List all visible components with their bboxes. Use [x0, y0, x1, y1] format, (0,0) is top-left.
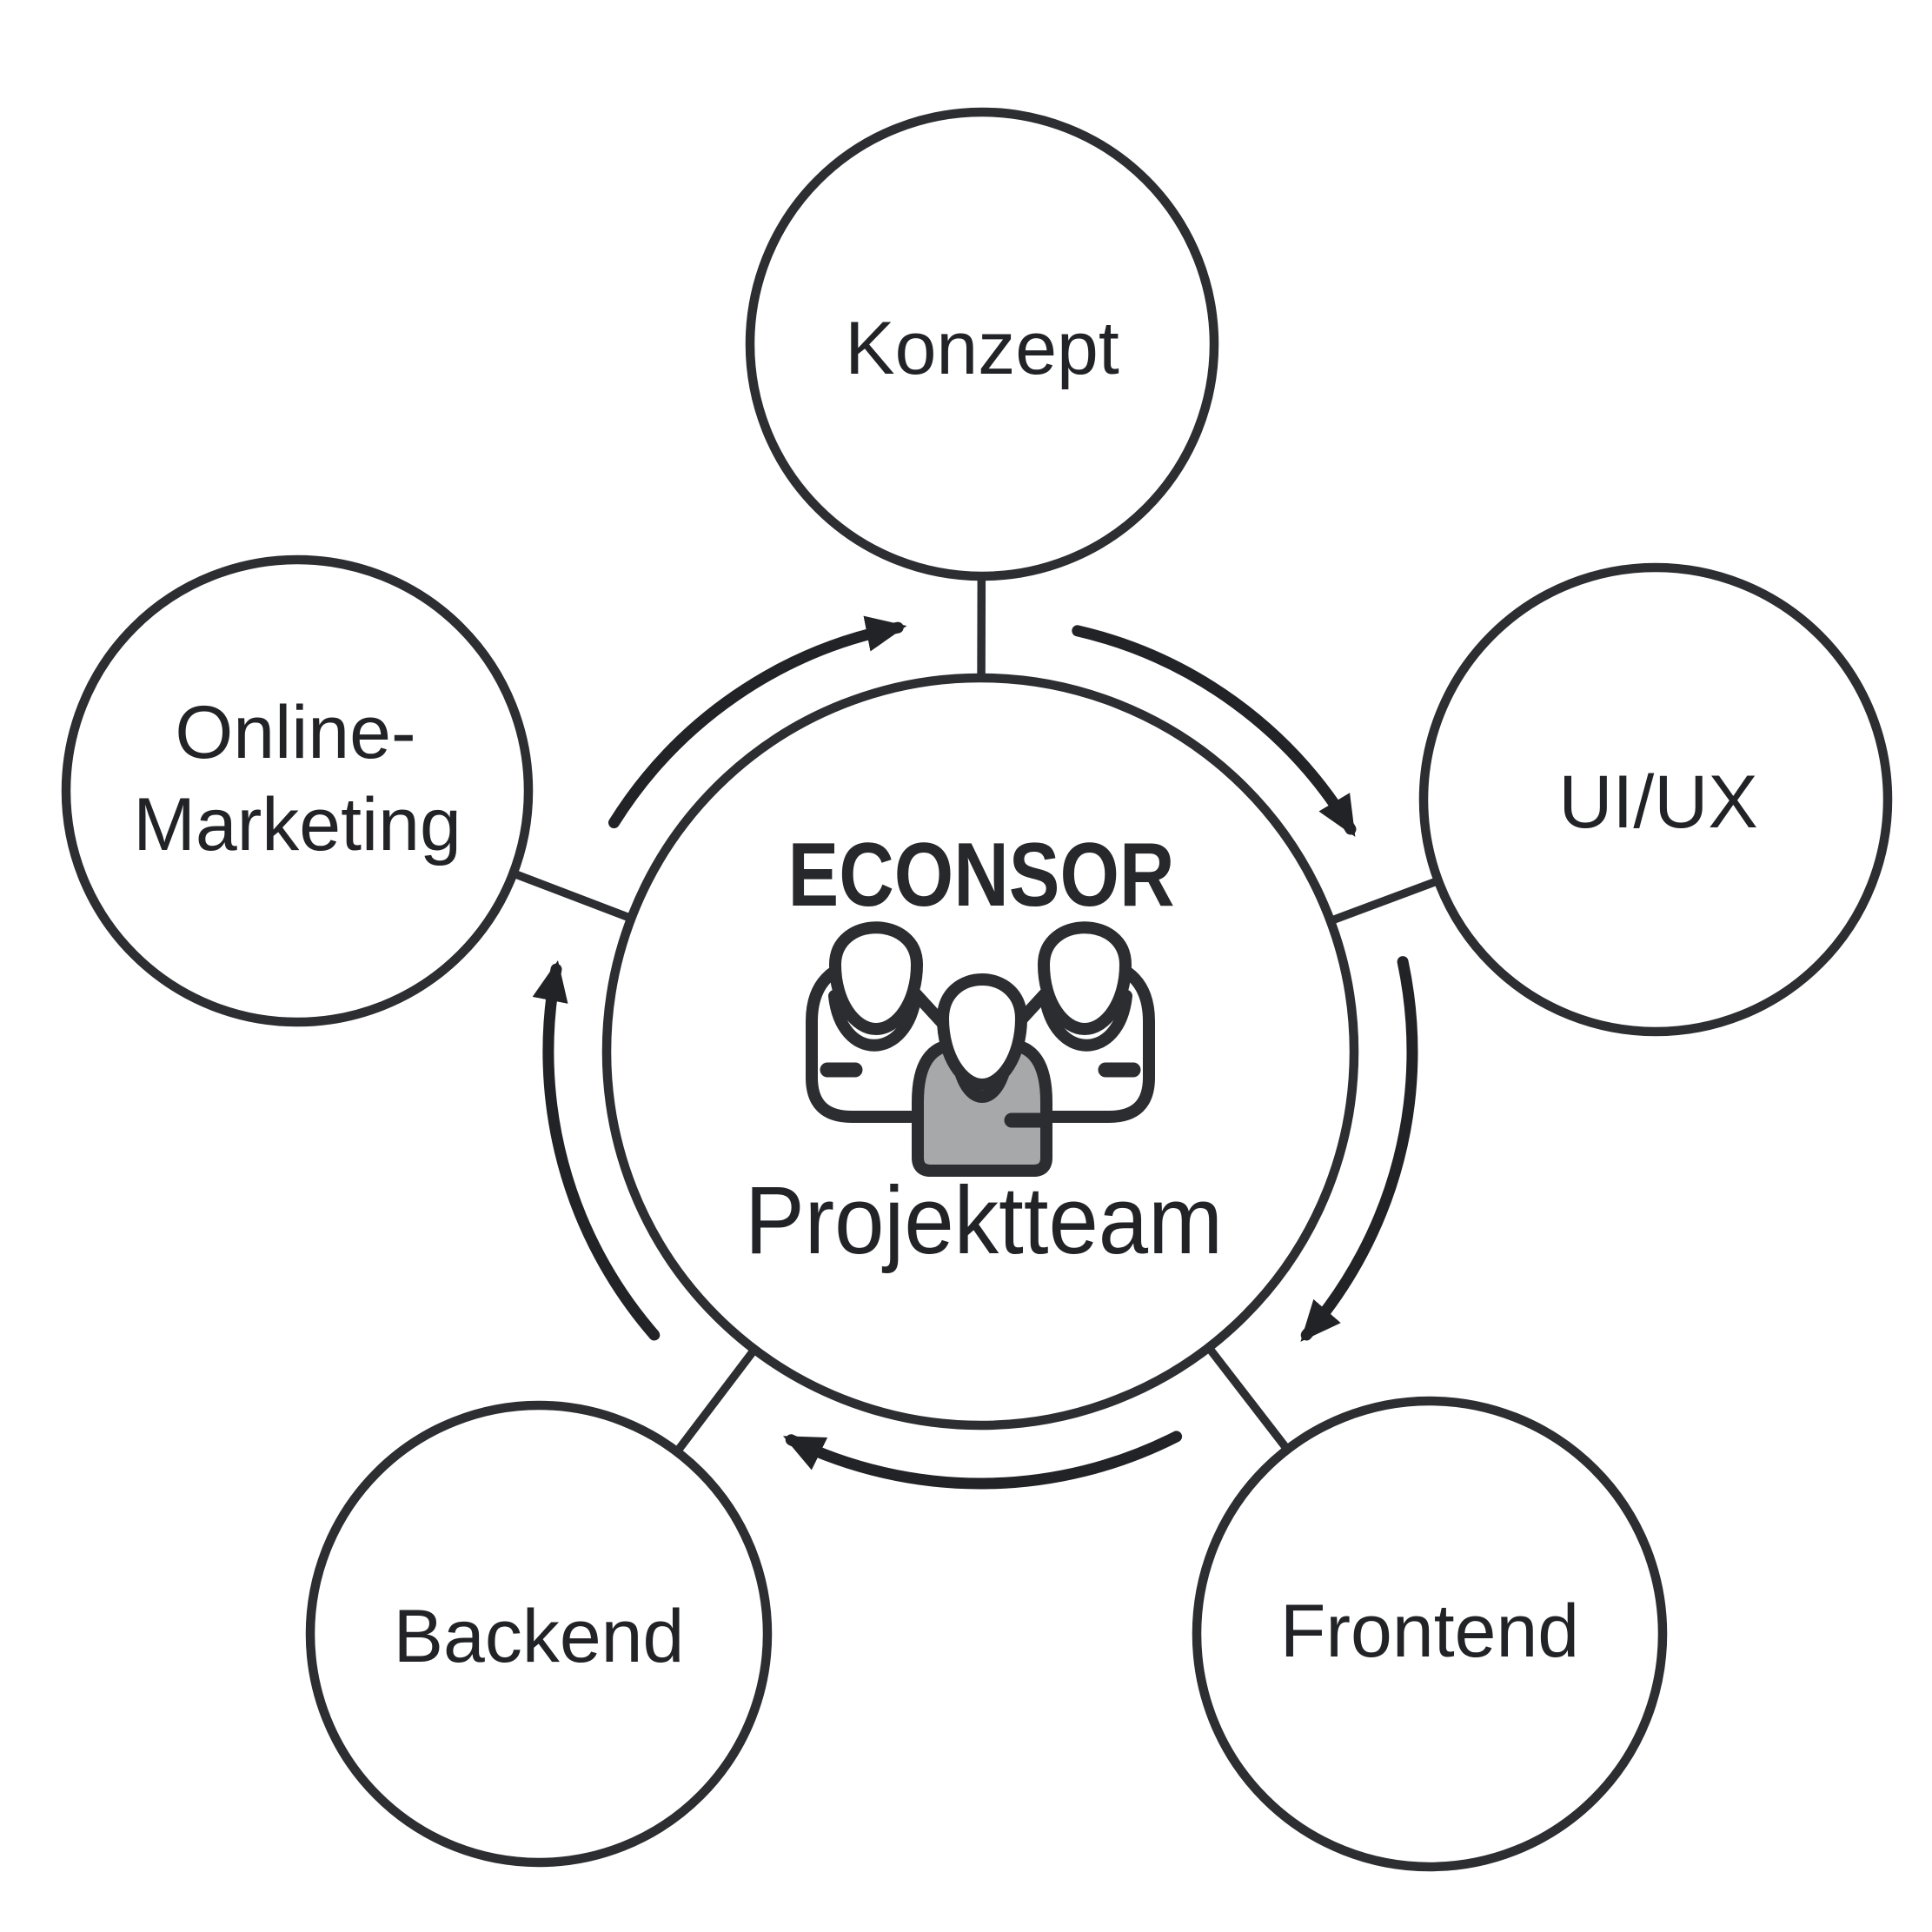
node-label-konzept: Konzept: [845, 307, 1119, 390]
cycle-arrow-right: [1300, 956, 1418, 1342]
right-person-collar: [1000, 988, 1132, 1052]
node-label-backend: Backend: [394, 1595, 685, 1678]
cycle-arrow-bottom: [782, 1431, 1183, 1490]
team-member-right: [1000, 921, 1155, 1123]
front-person-head: [937, 973, 1027, 1091]
node-label-frontend: Frontend: [1280, 1590, 1579, 1673]
team-people-icon: [806, 921, 1155, 1177]
node-label-online-marketing-line2: Marketing: [133, 783, 461, 866]
team-member-left: [806, 921, 960, 1123]
node-label-ui-ux: UI/UX: [1558, 760, 1757, 844]
right-person-head: [1038, 921, 1132, 1035]
hub-subtitle: Projektteam: [745, 1167, 1223, 1274]
node-label-online-marketing: Online- Marketing: [133, 691, 461, 866]
cycle-arrow-upper-left: [608, 615, 907, 829]
node-circle-konzept: [745, 107, 1219, 581]
cycle-arrow-left: [532, 959, 661, 1341]
node-circle-online-marketing: [61, 554, 534, 1027]
cycle-arrow-upper-right: [1072, 625, 1357, 837]
left-person-head: [829, 921, 923, 1035]
node-circle-backend: [305, 1400, 773, 1868]
node-circle-ui-ux: [1418, 562, 1893, 1037]
node-label-online-marketing-line1: Online-: [175, 691, 415, 774]
cycle-arrows: [532, 615, 1418, 1490]
hub-title: ECONSOR: [788, 825, 1175, 926]
left-person-collar: [828, 988, 960, 1052]
node-circle-frontend: [1192, 1396, 1668, 1872]
team-member-front: [912, 973, 1052, 1177]
